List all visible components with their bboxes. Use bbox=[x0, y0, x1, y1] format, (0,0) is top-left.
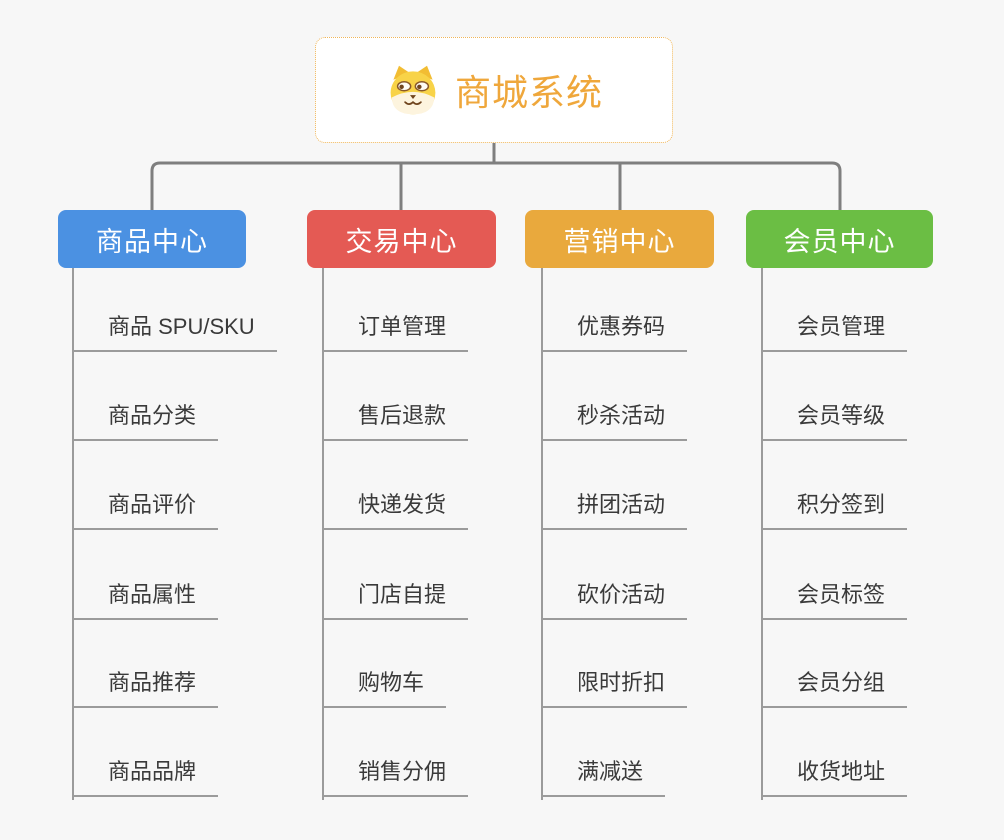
leaf-node[interactable]: 优惠券码 bbox=[543, 314, 688, 352]
leaf-column-product: 商品 SPU/SKU 商品分类 商品评价 商品属性 商品推荐 商品品牌 bbox=[72, 268, 340, 800]
leaf-node[interactable]: 商品属性 bbox=[74, 582, 219, 620]
leaf-node[interactable]: 积分签到 bbox=[763, 492, 908, 530]
leaf-node[interactable]: 商品分类 bbox=[74, 403, 219, 441]
leaf-node[interactable]: 商品品牌 bbox=[74, 759, 219, 797]
leaf-node[interactable]: 商品 SPU/SKU bbox=[74, 314, 277, 352]
leaf-column-trade: 订单管理 售后退款 快递发货 门店自提 购物车 销售分佣 bbox=[322, 268, 590, 800]
leaf-node[interactable]: 会员等级 bbox=[763, 403, 908, 441]
leaf-node[interactable]: 会员管理 bbox=[763, 314, 908, 352]
leaf-node[interactable]: 销售分佣 bbox=[324, 759, 469, 797]
leaf-node[interactable]: 订单管理 bbox=[324, 314, 469, 352]
leaf-node[interactable]: 限时折扣 bbox=[543, 670, 688, 708]
branch-node-trade-center[interactable]: 交易中心 bbox=[307, 210, 496, 268]
leaf-column-marketing: 优惠券码 秒杀活动 拼团活动 砍价活动 限时折扣 满减送 bbox=[541, 268, 809, 800]
leaf-node[interactable]: 秒杀活动 bbox=[543, 403, 688, 441]
leaf-node[interactable]: 砍价活动 bbox=[543, 582, 688, 620]
branch-node-marketing-center[interactable]: 营销中心 bbox=[525, 210, 714, 268]
branch-node-product-center[interactable]: 商品中心 bbox=[58, 210, 246, 268]
leaf-column-member: 会员管理 会员等级 积分签到 会员标签 会员分组 收货地址 bbox=[761, 268, 1004, 800]
leaf-node[interactable]: 售后退款 bbox=[324, 403, 469, 441]
leaf-node[interactable]: 收货地址 bbox=[763, 759, 908, 797]
leaf-node[interactable]: 会员分组 bbox=[763, 670, 908, 708]
branch-node-member-center[interactable]: 会员中心 bbox=[746, 210, 933, 268]
root-node[interactable]: 商城系统 bbox=[315, 37, 673, 143]
leaf-node[interactable]: 会员标签 bbox=[763, 582, 908, 620]
leaf-node[interactable]: 满减送 bbox=[543, 759, 666, 797]
shiba-dog-icon bbox=[390, 65, 436, 115]
leaf-node[interactable]: 门店自提 bbox=[324, 582, 469, 620]
root-node-title: 商城系统 bbox=[454, 72, 603, 113]
leaf-node[interactable]: 拼团活动 bbox=[543, 492, 688, 530]
leaf-node[interactable]: 快递发货 bbox=[324, 492, 469, 530]
leaf-node[interactable]: 商品推荐 bbox=[74, 670, 219, 708]
leaf-node[interactable]: 商品评价 bbox=[74, 492, 219, 530]
branch-bus-connector bbox=[150, 161, 842, 210]
leaf-node[interactable]: 购物车 bbox=[324, 670, 447, 708]
